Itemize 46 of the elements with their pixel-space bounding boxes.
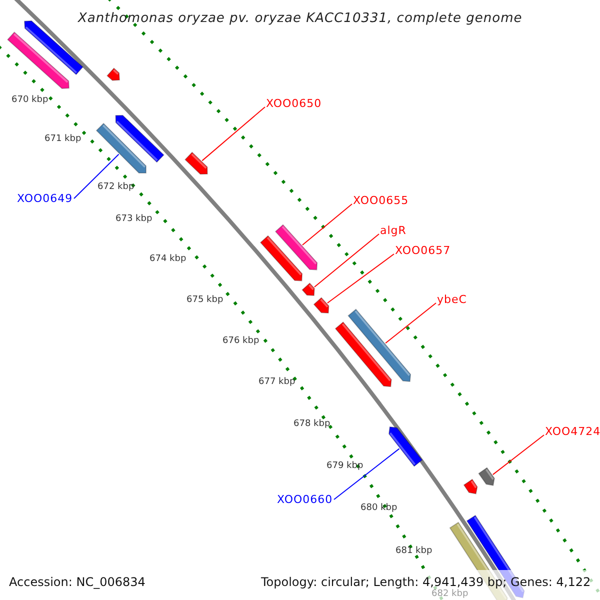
gene-label: XOO0657	[395, 244, 451, 256]
position-label: 680 kbp	[360, 504, 398, 512]
gene-feature	[6, 31, 70, 89]
position-label: 670 kbp	[12, 96, 48, 104]
gene-feature	[260, 235, 303, 282]
leader-line	[302, 204, 352, 246]
genome-summary: Topology: circular; Length: 4,941,439 bp; Genes: 4,122	[261, 576, 591, 588]
gene-label: ybeC	[437, 294, 467, 304]
leader-line	[492, 434, 544, 476]
gene-feature	[478, 467, 495, 486]
gene-label: XOO0660	[277, 494, 333, 504]
position-label: 674 kbp	[150, 254, 186, 264]
position-label: 679 kbp	[326, 462, 364, 470]
position-label: 676 kbp	[222, 336, 260, 346]
gene-label: XOO0649	[17, 192, 73, 204]
gene-feature	[313, 297, 330, 314]
gene-feature	[274, 224, 318, 270]
gene-label: algR	[380, 224, 406, 236]
accession-text: Accession: NC_006834	[9, 576, 146, 588]
gene-label: XOO0655	[353, 194, 409, 206]
gene-feature	[302, 282, 315, 296]
gene-feature	[106, 68, 120, 81]
gene-feature	[96, 122, 146, 174]
gene-label: XOO4724	[545, 426, 600, 436]
leader-line	[326, 254, 394, 304]
position-label: 681 kbp	[396, 546, 432, 556]
position-label: 678 kbp	[294, 420, 330, 428]
leader-line	[385, 302, 436, 344]
leader-line	[334, 448, 400, 500]
position-label: 677 kbp	[258, 378, 296, 386]
gene-feature	[463, 478, 478, 494]
gene-feature	[115, 114, 164, 163]
gene-feature	[388, 426, 423, 467]
position-label: 673 kbp	[116, 214, 152, 224]
gene-feature	[334, 321, 392, 388]
position-label: 671 kbp	[44, 134, 82, 144]
leader-line	[74, 154, 120, 199]
leader-line	[314, 234, 380, 288]
gene-feature	[348, 308, 412, 382]
gene-feature	[184, 152, 208, 175]
leader-line	[202, 106, 266, 162]
position-label: 675 kbp	[186, 296, 224, 304]
position-label: 672 kbp	[98, 182, 134, 192]
position-label: 682 kbp	[432, 590, 468, 598]
map-title: Xanthomonas oryzae pv. oryzae KACC10331, complete genome	[78, 12, 522, 24]
gene-label: XOO0650	[266, 98, 322, 108]
